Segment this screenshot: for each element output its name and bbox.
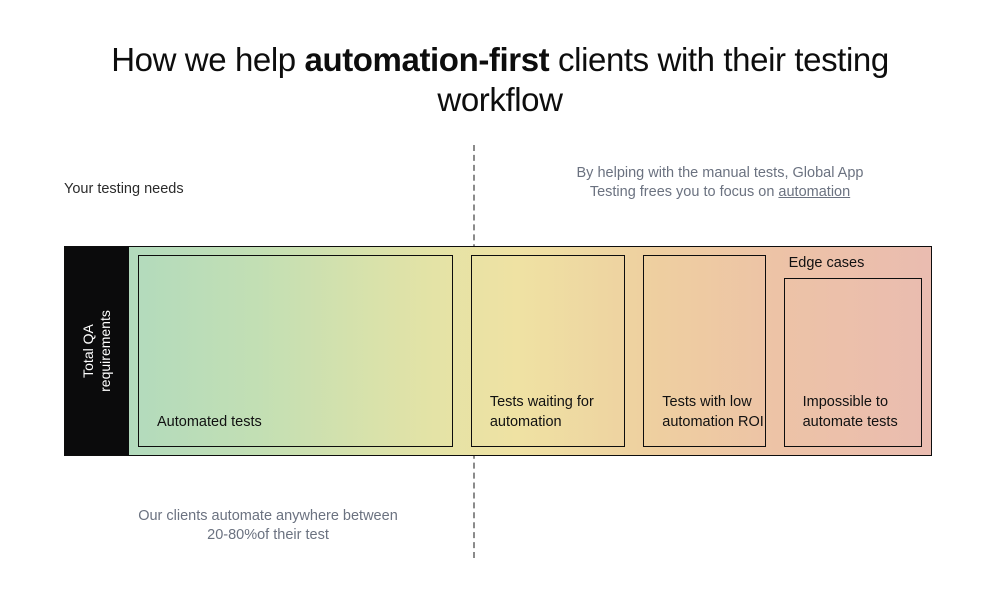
automation-range-note-line-2: 20-80%of their test [207, 527, 329, 543]
segment-tests-low-roi[interactable]: Tests with low automation ROI [634, 247, 774, 455]
manual-tests-note-line-2: Testing frees you to focus on [589, 184, 779, 200]
segment-tests-waiting-box: Tests waiting for automation [470, 255, 626, 447]
title-emphasis: automation-first [304, 41, 550, 78]
segment-tests-waiting-label: Tests waiting for automation [489, 394, 594, 430]
segment-tests-low-roi-label: Tests with low automation ROI [662, 394, 764, 430]
segment-automated-tests-box: Automated tests [138, 255, 453, 447]
segment-tests-low-roi-box: Tests with low automation ROI [643, 255, 766, 447]
title-part-2: clients with their testing workflow [437, 41, 889, 118]
segment-impossible-to-automate[interactable]: Edge cases Impossible to automate tests [775, 247, 931, 455]
automation-range-note: Our clients automate anywhere between 20… [68, 507, 468, 545]
segment-tests-waiting-for-automation[interactable]: Tests waiting for automation [462, 247, 634, 455]
title-part-1: How we help [111, 41, 305, 78]
your-testing-needs-label: Your testing needs [64, 181, 184, 197]
bar-segments: Automated tests Tests waiting for automa… [129, 247, 931, 455]
edge-cases-label: Edge cases [788, 255, 865, 271]
manual-tests-note-line-1: By helping with the manual tests, Global… [576, 165, 864, 181]
segment-impossible-to-automate-box: Impossible to automate tests [783, 278, 922, 447]
segment-impossible-to-automate-label: Impossible to automate tests [802, 394, 898, 430]
automation-link[interactable]: automation [778, 184, 851, 200]
segment-automated-tests-label: Automated tests [157, 414, 262, 430]
manual-tests-note: By helping with the manual tests, Global… [520, 164, 920, 202]
segment-automated-tests[interactable]: Automated tests [129, 247, 462, 455]
page-title: How we help automation-first clients wit… [60, 40, 940, 120]
automation-range-note-line-1: Our clients automate anywhere between [138, 508, 398, 524]
